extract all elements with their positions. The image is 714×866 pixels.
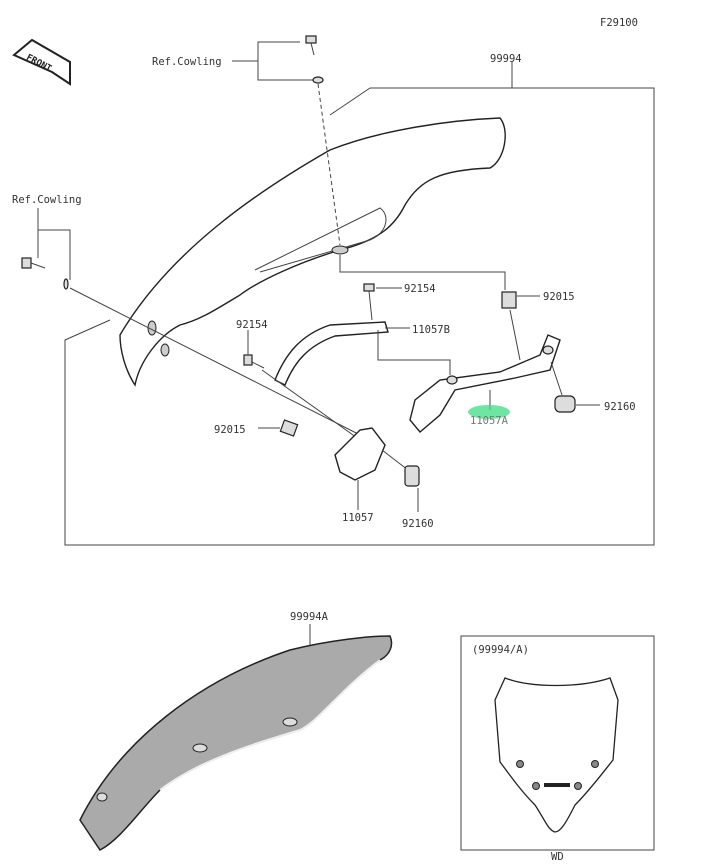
windshield-a-part (79, 635, 393, 851)
label-92015-right: 92015 (543, 291, 575, 303)
label-99994a: 99994A (290, 611, 329, 623)
label-99994: 99994 (490, 53, 522, 65)
screw-icon (243, 354, 265, 369)
screw-icon (21, 257, 46, 269)
highlight-marker (468, 405, 510, 419)
label-11057: 11057 (342, 512, 374, 524)
bracket-a-part (409, 334, 561, 433)
label-92154-left: 92154 (236, 319, 268, 331)
label-11057b: 11057B (412, 324, 450, 336)
label-92160-right: 92160 (604, 401, 636, 413)
washer-icon (63, 278, 69, 290)
collar-icon (279, 419, 299, 437)
label-92154-right: 92154 (404, 283, 436, 295)
front-arrow-icon: FRONT (12, 38, 71, 86)
label-ref-cowling-left: Ref.Cowling (12, 194, 82, 206)
grommet-icon (404, 465, 420, 487)
label-11057a: 11057A (470, 415, 509, 427)
washer-icon (312, 76, 324, 84)
label-92160-left: 92160 (402, 518, 434, 530)
bracket-b-part (274, 321, 389, 386)
collar-icon (501, 291, 517, 309)
logo-decal-icon (544, 783, 570, 787)
screw-icon (305, 35, 317, 56)
inset-frame (460, 635, 655, 851)
diagram-code: F29100 (600, 17, 638, 29)
windshield-part (119, 117, 506, 387)
grommet-icon (554, 395, 576, 413)
label-ref-cowling-top: Ref.Cowling (152, 56, 222, 68)
kit-frame (64, 87, 655, 546)
inset-title: (99994/A) (472, 644, 529, 656)
windshield-front-view (494, 677, 619, 833)
screw-icon (363, 283, 375, 321)
bracket-part (334, 427, 386, 481)
label-92015-left: 92015 (214, 424, 246, 436)
inset-caption: WD (551, 851, 564, 863)
